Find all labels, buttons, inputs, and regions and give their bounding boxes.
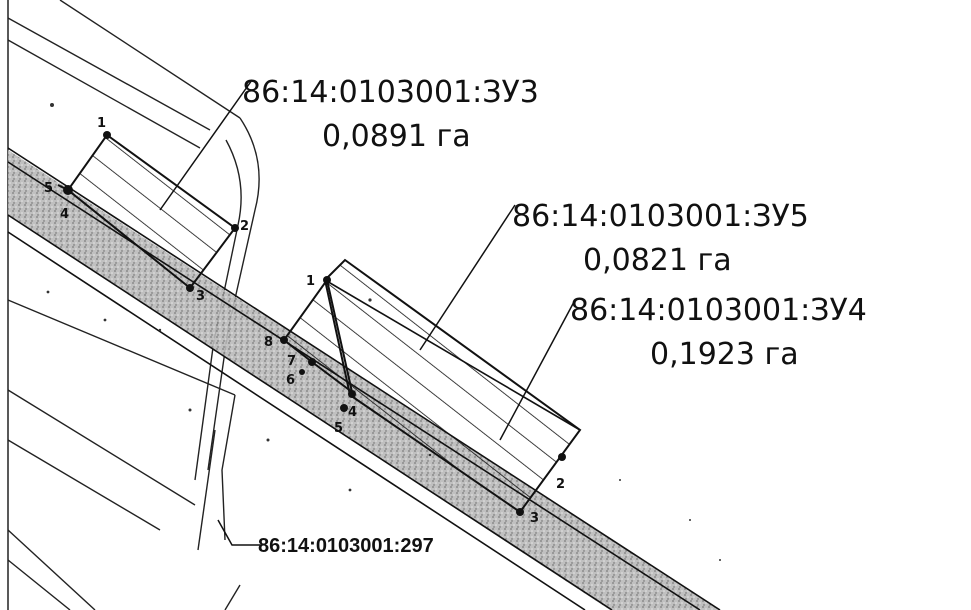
zu5-area: 0,0821 га (583, 243, 732, 278)
zu3-point-label-5: 5 (44, 181, 53, 196)
zu3-area: 0,0891 га (322, 119, 471, 154)
zu4-point-label-2: 2 (556, 477, 565, 492)
zu5-cadastral-number: 86:14:0103001:ЗУ5 (512, 199, 809, 234)
zu5-point-7 (308, 358, 316, 366)
zu3-point-label-4: 4 (60, 207, 69, 222)
parcel-zu4[interactable]: 2 3 4 5 (323, 258, 582, 526)
zu3-point-label-2: 2 (240, 219, 249, 234)
parcel-zu5[interactable]: 1 8 7 6 (264, 274, 354, 395)
zu4-point-2 (558, 453, 566, 461)
zu3-point-label-3: 3 (196, 289, 205, 304)
zu4-point-4 (348, 390, 356, 398)
zu5-point-label-7: 7 (287, 354, 296, 369)
zu4-point-3 (516, 508, 524, 516)
zu3-point-1 (103, 131, 111, 139)
zu4-cadastral-number: 86:14:0103001:ЗУ4 (570, 293, 867, 328)
zu5-point-label-1: 1 (306, 274, 315, 289)
boundary-lines-upper (7, 0, 260, 481)
zu5-point-8 (280, 336, 288, 344)
zu3-point-label-1: 1 (97, 116, 106, 131)
leader-lines (159, 79, 576, 546)
zu3-cadastral-number: 86:14:0103001:ЗУ3 (242, 75, 539, 110)
label-zu4: 86:14:0103001:ЗУ4 0,1923 га (570, 293, 867, 372)
parcel-zu3[interactable]: 1 2 3 4 5 (44, 116, 249, 304)
existing-parcel-number: 86:14:0103001:297 (258, 535, 434, 557)
zu3-point-2 (231, 224, 239, 232)
zu4-point-label-5: 5 (334, 421, 343, 436)
zu5-point-label-6: 6 (286, 373, 295, 388)
zu4-point-5 (340, 404, 348, 412)
label-zu3: 86:14:0103001:ЗУ3 0,0891 га (242, 75, 539, 154)
zu4-point-label-4: 4 (348, 405, 357, 420)
zu4-area: 0,1923 га (650, 337, 799, 372)
zu4-point-label-3: 3 (530, 511, 539, 526)
scatter-dots (46, 103, 721, 561)
zu5-point-1 (323, 276, 331, 284)
zu3-point-4 (63, 185, 73, 195)
boundary-lines-lower (7, 299, 241, 610)
label-zu5: 86:14:0103001:ЗУ5 0,0821 га (512, 199, 809, 278)
zu5-point-6 (299, 369, 305, 375)
zu3-point-3 (186, 284, 194, 292)
zu5-point-label-8: 8 (264, 335, 273, 350)
